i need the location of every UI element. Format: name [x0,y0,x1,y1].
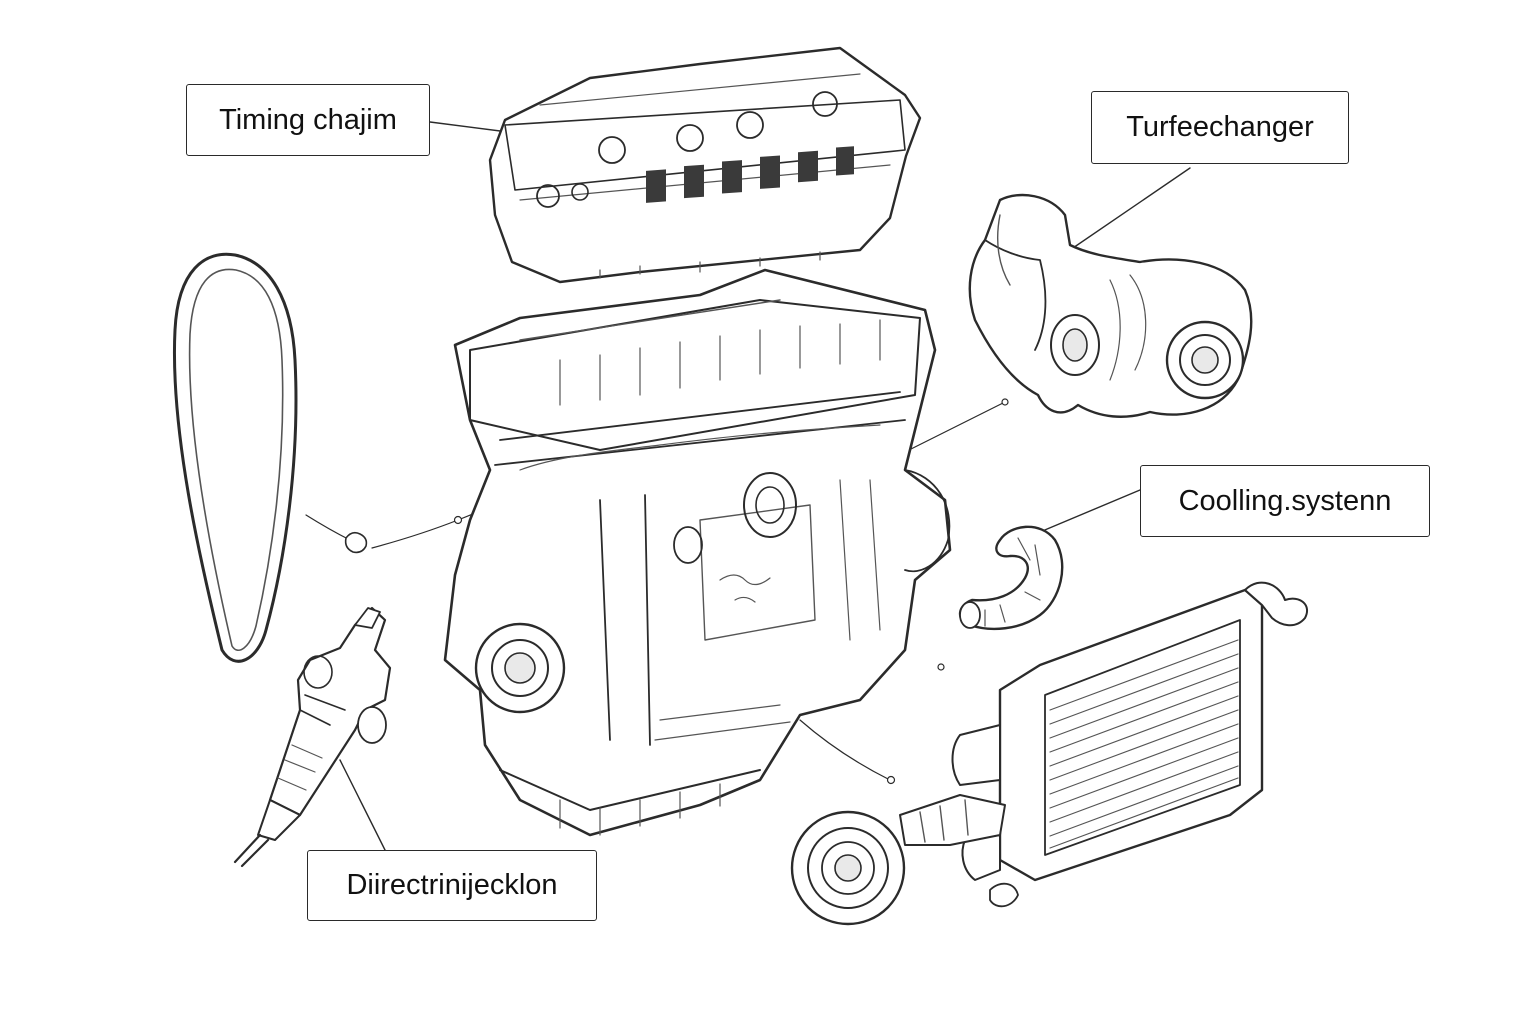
leader-line-timing [429,121,509,133]
water-pump [790,794,1006,926]
label-cooling-system: Coolling.systenn [1140,465,1430,537]
leader-line-engine-turbo [904,402,1004,453]
leader-line-belt [305,514,351,541]
fuel-injector [233,606,392,868]
turbocharger [968,193,1253,418]
connector-dot [1001,398,1009,406]
intake-ports [646,146,854,203]
label-cooling-system-text: Coolling.systenn [1178,484,1392,517]
coolant-hose [958,525,1064,631]
label-turbocharger: Turfeechanger [1091,91,1349,164]
label-turbocharger-text: Turfeechanger [1126,111,1314,143]
leader-line-pump [799,719,891,781]
engine-block [443,268,952,837]
leader-line-cooling [1039,489,1141,533]
label-timing-chain: Timing chajim [186,84,430,156]
leader-line-injection [339,759,386,851]
radiator-fins [1049,639,1239,849]
serpentine-belt [172,252,298,663]
label-timing-chain-text: Timing chajim [219,103,397,136]
leader-lines [305,121,1191,851]
label-direct-injection: Diirectrinijecklon [307,850,597,921]
cylinder-head [488,46,922,284]
connector-dot [937,663,945,671]
leader-line-turbo [1069,167,1191,251]
bolt-icon [344,531,368,554]
connector-dot [886,775,896,785]
camshaft-lobes [536,91,838,208]
label-direct-injection-text: Diirectrinijecklon [346,869,558,901]
radiator [951,581,1308,908]
connector-dot [453,515,463,525]
